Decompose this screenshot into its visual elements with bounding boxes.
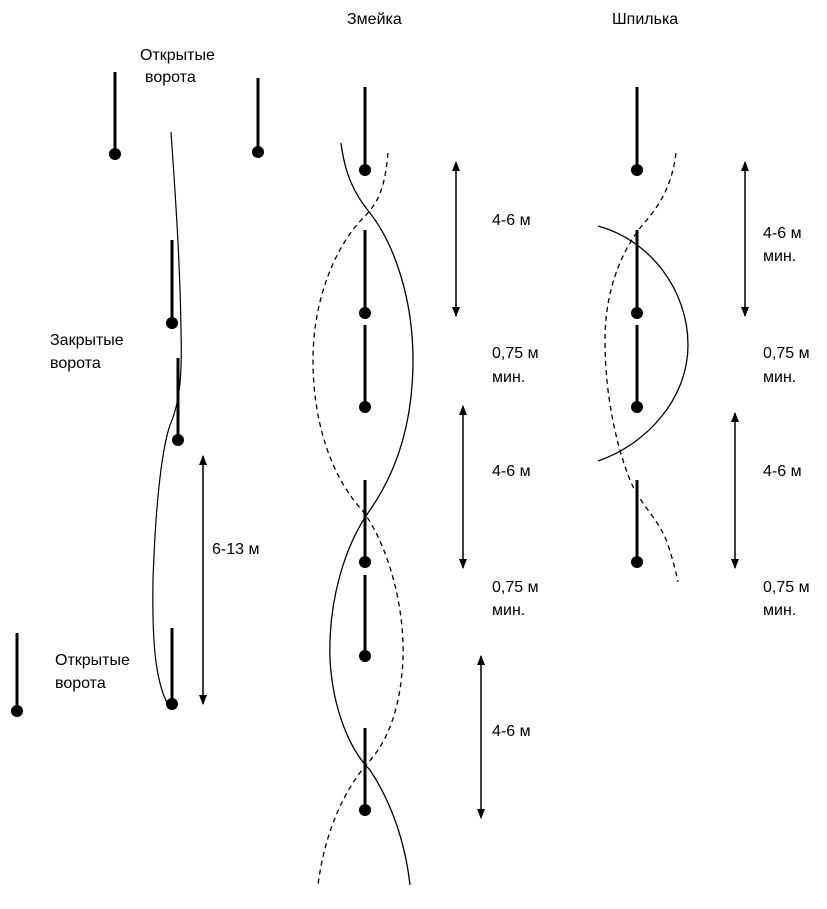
gate-pole [631, 87, 643, 176]
gate-pole [172, 358, 184, 446]
gate-pole [359, 480, 371, 568]
gate-pole [11, 633, 23, 717]
hairpin-min-1-line1: 0,75 м [763, 345, 810, 362]
title-snake: Змейка [347, 11, 402, 28]
racing-line-dashed [604, 152, 679, 583]
open-gate-bottom-label-line1: Открытые [55, 652, 130, 669]
gate-pole [359, 230, 371, 319]
hairpin-panel: 4-6 м мин. 0,75 м мин. 4-6 м 0,75 м мин. [597, 87, 810, 619]
snake-distance-1: 4-6 м [492, 212, 531, 229]
gate-pole [252, 78, 264, 158]
hairpin-min-2-line1: 0,75 м [763, 579, 810, 596]
racing-line [152, 131, 182, 706]
snake-distance-3: 4-6 м [492, 723, 531, 740]
hairpin-distance-1-line1: 4-6 м [763, 225, 802, 242]
gate-pole [166, 240, 178, 329]
hairpin-min-1-line2: мин. [763, 369, 796, 386]
distance-label: 6-13 м [212, 541, 259, 558]
gate-pole [109, 72, 121, 160]
gate-pole [359, 325, 371, 413]
closed-gate-label-line2: ворота [50, 355, 101, 372]
hairpin-distance-2: 4-6 м [763, 463, 802, 480]
open-gate-bottom-label-line2: ворота [55, 675, 106, 692]
open-gate-top-label-line2: ворота [145, 69, 196, 86]
snake-panel: 4-6 м 0,75 м мин. 4-6 м 0,75 м мин. 4-6 … [312, 87, 539, 886]
racing-line-solid [329, 142, 414, 886]
snake-distance-2: 4-6 м [492, 463, 531, 480]
hairpin-min-2-line2: мин. [763, 602, 796, 619]
gate-pole [359, 575, 371, 662]
racing-line-dashed [312, 152, 404, 886]
title-hairpin: Шпилька [612, 11, 678, 28]
hairpin-distance-1-line2: мин. [763, 248, 796, 265]
snake-min-2-line1: 0,75 м [492, 579, 539, 596]
gate-pole [359, 87, 371, 176]
gate-pole [359, 728, 371, 816]
left-panel: Открытые ворота Закрытые ворота 6-13 м О… [11, 47, 264, 717]
open-gate-top-label-line1: Открытые [140, 47, 215, 64]
snake-min-2-line2: мин. [492, 602, 525, 619]
racing-line-solid [597, 225, 689, 462]
closed-gate-label-line1: Закрытые [50, 332, 124, 349]
gate-pole [631, 325, 643, 413]
snake-min-1-line1: 0,75 м [492, 345, 539, 362]
gate-pole [166, 628, 178, 710]
snake-min-1-line2: мин. [492, 369, 525, 386]
gate-pole [631, 230, 643, 319]
